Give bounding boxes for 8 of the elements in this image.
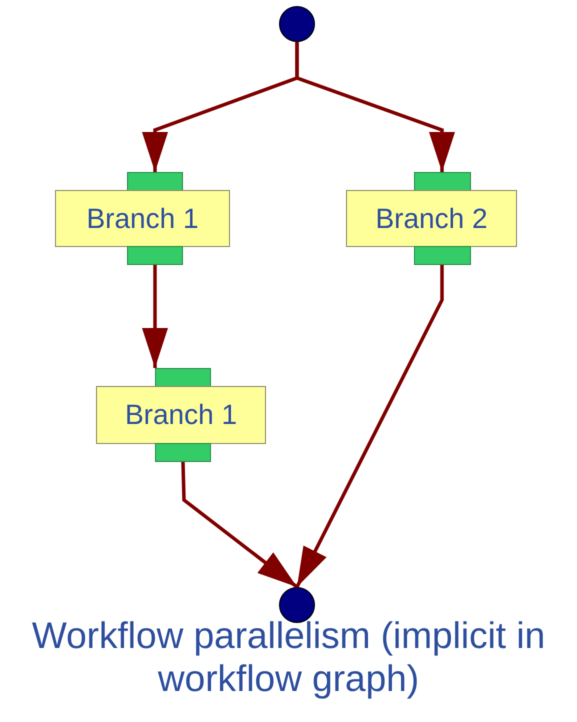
box-label: Branch 1	[86, 202, 199, 234]
arrow	[142, 265, 168, 368]
arrow	[181, 462, 298, 588]
arrow	[295, 265, 444, 588]
caption: Workflow parallelism (implicit in workflow graph)	[30, 614, 546, 700]
arrow	[295, 42, 455, 172]
box-label: Branch 2	[375, 202, 488, 234]
box-label: Branch 1	[124, 399, 238, 431]
